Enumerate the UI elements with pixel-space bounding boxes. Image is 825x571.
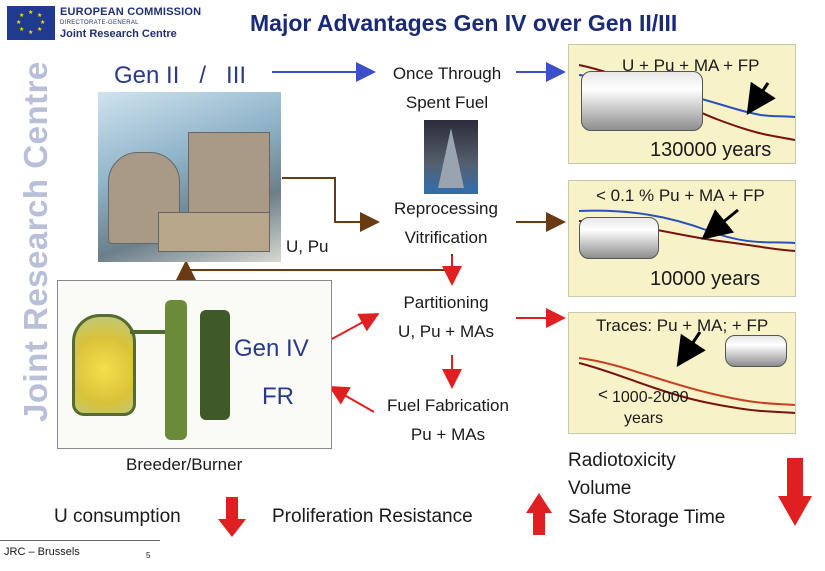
page-number: 5	[146, 551, 151, 560]
chart2-years: 10000 years	[650, 268, 761, 290]
pointer-arrow-1	[746, 81, 776, 115]
once-through-label-1: Once Through	[392, 64, 502, 83]
vitrification-label: Vitrification	[404, 228, 488, 247]
radiotoxicity-label: Radiotoxicity	[568, 450, 676, 471]
heat-exchanger-column	[165, 300, 187, 440]
fr-label: FR	[262, 383, 294, 410]
chart3-caption: Traces: Pu + MA; + FP	[596, 316, 769, 335]
once-through-label-2: Spent Fuel	[405, 93, 489, 112]
eu-flag-icon: ★★ ★★ ★★ ★★	[7, 6, 55, 40]
spent-fuel-image	[424, 120, 478, 194]
arrow-down-icon-2	[778, 458, 812, 526]
org-subtitle: DIRECTORATE-GENERAL	[60, 20, 139, 26]
safe-storage-label: Safe Storage Time	[568, 507, 726, 528]
partitioning-detail: U, Pu + MAs	[398, 322, 494, 341]
waste-canister-image-2	[579, 217, 659, 259]
reactor-vessel-icon	[72, 314, 136, 416]
arrow-fuel-fab-to-gen4	[328, 386, 375, 413]
chart1-years: 130000 years	[650, 139, 772, 161]
fuel-fab-label: Fuel Fabrication	[387, 396, 509, 415]
reprocessing-label: Reprocessing	[394, 199, 498, 218]
pointer-arrow-3	[676, 331, 706, 367]
radiotoxicity-chart-3	[568, 312, 796, 434]
arrow-gen4-to-partitioning	[329, 313, 380, 341]
arrow-down-icon	[218, 497, 246, 537]
partitioning-label: Partitioning	[403, 293, 489, 312]
fuel-fab-detail: Pu + MAs	[410, 425, 486, 444]
arrow-up-icon	[526, 493, 552, 535]
radiotoxicity-chart-2	[568, 180, 796, 297]
waste-canister-image	[581, 71, 703, 131]
u-pu-label: U, Pu	[286, 237, 329, 256]
chart3-years-range: 1000-2000	[612, 389, 689, 406]
volume-label: Volume	[568, 478, 632, 499]
org-name: EUROPEAN COMMISSION	[60, 6, 202, 18]
arrow-plant-to-reprocessing	[282, 177, 380, 232]
chart2-caption: < 0.1 % Pu + MA + FP	[596, 186, 765, 205]
waste-canister-image-3	[725, 335, 787, 367]
slide-title: Major Advantages Gen IV over Gen II/III	[250, 10, 678, 36]
chart1-caption: U + Pu + MA + FP	[622, 56, 760, 75]
footer-location: JRC – Brussels	[4, 546, 80, 558]
steam-generator-column	[200, 310, 230, 420]
org-centre: Joint Research Centre	[60, 28, 177, 40]
footer-rule	[0, 540, 160, 571]
gen4-label: Gen IV	[234, 335, 309, 362]
u-consumption-label: U consumption	[54, 506, 181, 527]
chart3-years-unit: years	[624, 410, 664, 427]
gen2-3-label: Gen II / III	[114, 62, 247, 89]
breeder-burner-label: Breeder/Burner	[126, 455, 243, 474]
pointer-arrow-2	[701, 208, 739, 240]
chart3-years-prefix: <	[598, 385, 608, 404]
loop-pipe	[130, 330, 170, 334]
power-plant-image	[98, 92, 281, 262]
proliferation-label: Proliferation Resistance	[272, 506, 473, 527]
